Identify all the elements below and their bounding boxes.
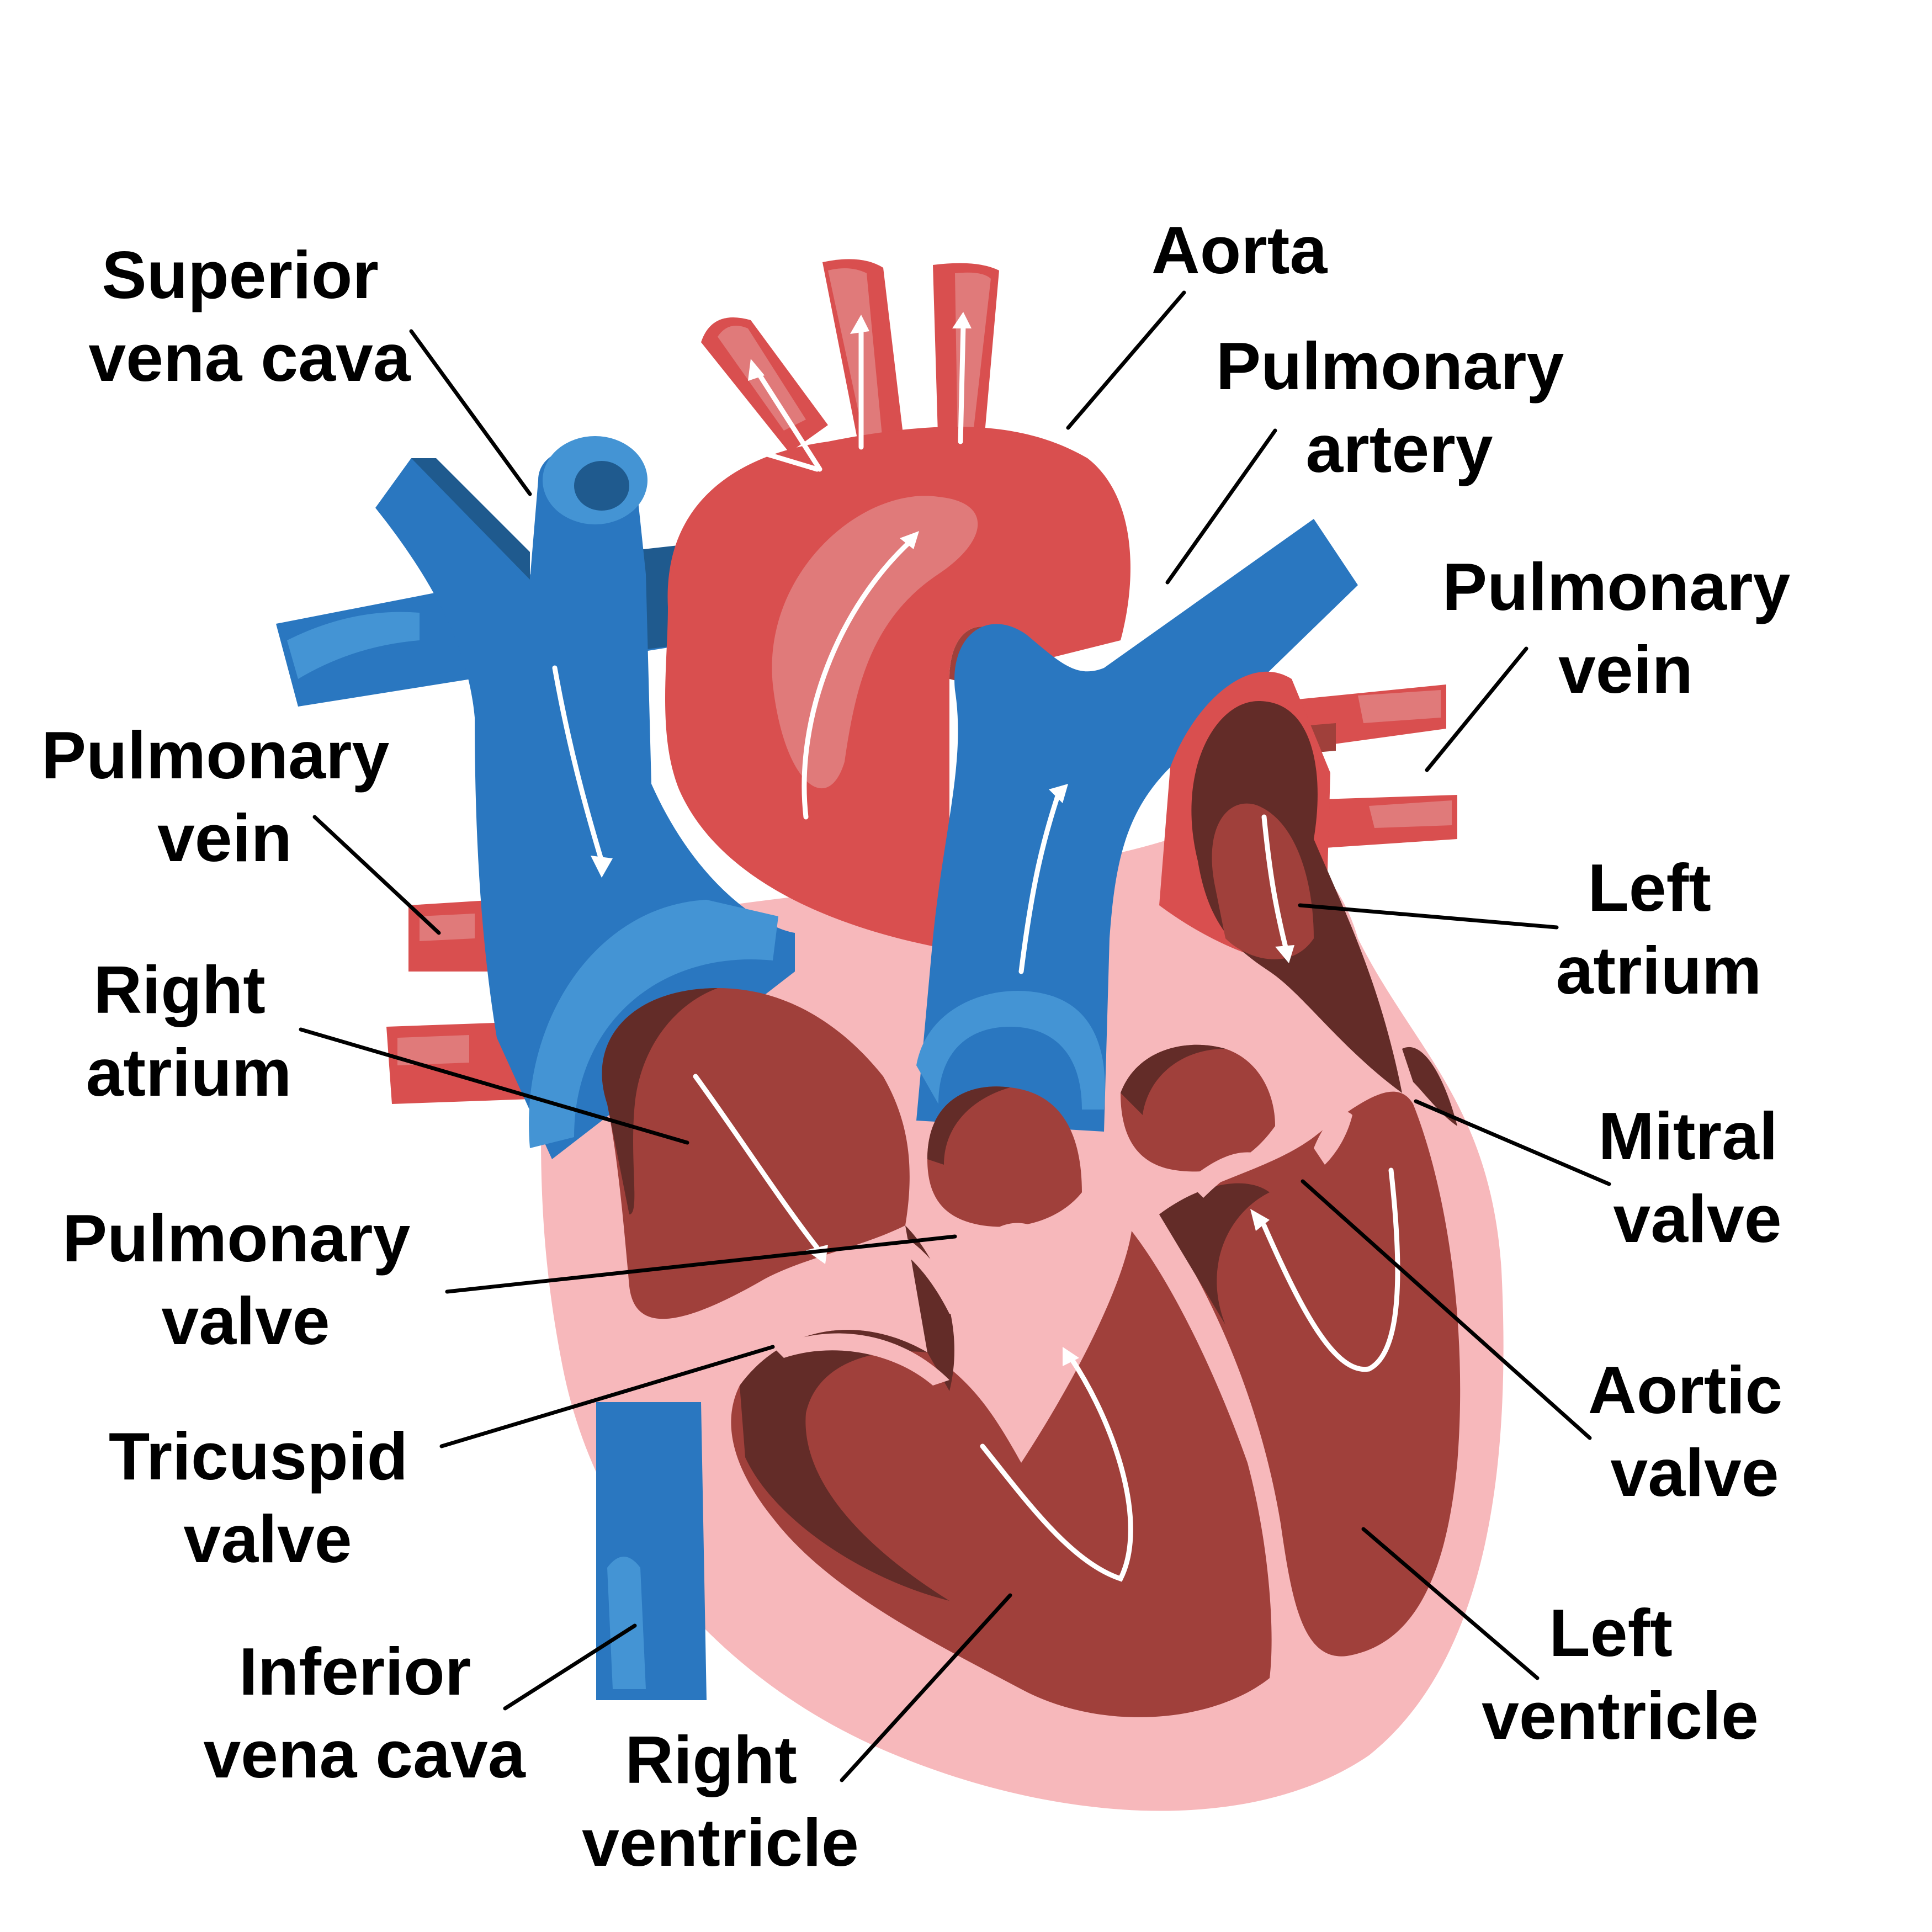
inferior-vena-cava bbox=[596, 1402, 707, 1700]
leader-pulmonary-vein-right bbox=[1425, 646, 1528, 772]
label-mitral-valve: Mitral valve bbox=[1598, 1098, 1796, 1256]
leader-lines bbox=[299, 290, 1611, 1782]
leader-superior-vena-cava bbox=[409, 329, 532, 496]
leader-pulmonary-artery bbox=[1165, 428, 1277, 585]
label-aorta: Aorta bbox=[1151, 213, 1328, 288]
label-pulmonary-vein-left: Pulmonary vein bbox=[41, 718, 408, 875]
leader-mitral-valve bbox=[1414, 1099, 1611, 1186]
label-right-ventricle: Right ventricle bbox=[582, 1722, 859, 1880]
label-left-atrium: Left atrium bbox=[1556, 850, 1762, 1008]
leader-right-ventricle bbox=[840, 1593, 1012, 1782]
leader-right-atrium bbox=[299, 1027, 689, 1145]
label-superior-vena-cava: Superior vena cava bbox=[88, 237, 411, 395]
leader-inferior-vena-cava bbox=[503, 1623, 637, 1711]
label-pulmonary-artery: Pulmonary artery bbox=[1216, 328, 1583, 486]
leader-tricuspid-valve bbox=[439, 1345, 775, 1448]
left-ventricle-chamber bbox=[1159, 1047, 1461, 1657]
label-tricuspid-valve: Tricuspid valve bbox=[109, 1419, 427, 1577]
labels: Superior vena cava Aorta Pulmonary arter… bbox=[41, 213, 1809, 1880]
leader-pulmonary-valve bbox=[445, 1234, 957, 1294]
label-inferior-vena-cava: Inferior vena cava bbox=[203, 1634, 526, 1792]
label-pulmonary-valve: Pulmonary valve bbox=[62, 1201, 429, 1358]
pulmonary-artery bbox=[916, 519, 1358, 1132]
left-atrium-chamber bbox=[1159, 671, 1402, 1093]
label-right-atrium: Right atrium bbox=[86, 952, 292, 1110]
leader-aorta bbox=[1066, 290, 1186, 430]
leader-pulmonary-vein-left bbox=[312, 815, 441, 935]
label-left-ventricle: Left ventricle bbox=[1482, 1595, 1759, 1753]
right-atrium-chamber bbox=[602, 988, 910, 1319]
leader-left-ventricle bbox=[1361, 1527, 1540, 1680]
label-pulmonary-vein-right: Pulmonary vein bbox=[1442, 549, 1809, 707]
leader-left-atrium bbox=[1298, 903, 1559, 930]
label-aortic-valve: Aortic valve bbox=[1588, 1352, 1801, 1510]
leader-aortic-valve bbox=[1301, 1179, 1592, 1440]
blood-flow-arrows bbox=[552, 312, 1400, 1582]
aortic-valve-region bbox=[927, 1044, 1275, 1227]
valve-leaflets bbox=[773, 1111, 1352, 1386]
